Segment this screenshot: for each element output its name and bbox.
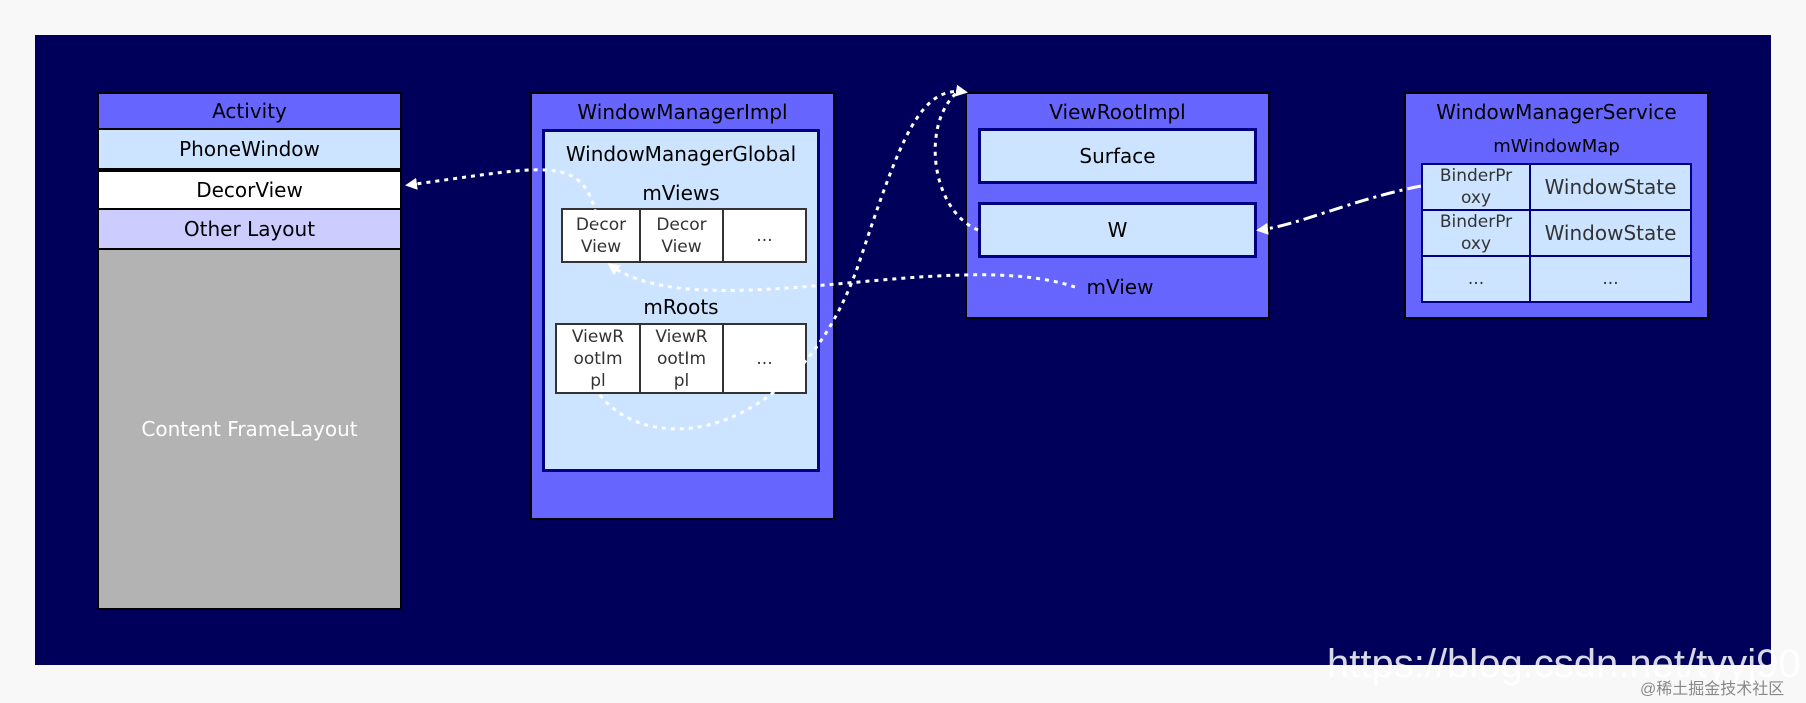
mview-label: mView — [1086, 275, 1154, 299]
mroots-cell-1: ViewR ootIm pl — [639, 323, 724, 394]
surface-box: Surface — [978, 128, 1257, 184]
mroots-label: mRoots — [643, 295, 719, 319]
mroots-cell-2: ... — [722, 323, 807, 394]
w-box: W — [978, 202, 1257, 258]
decor-view-row: DecorView — [97, 170, 402, 210]
watermark-url: https://blog.csdn.net/tyyj90 — [1327, 642, 1801, 686]
view-root-impl-title: ViewRootImpl — [1049, 100, 1186, 124]
binder-proxy-cell-1: BinderPr oxy — [1421, 209, 1531, 257]
activity-header: Activity — [97, 92, 402, 130]
window-state-cell-1: WindowState — [1529, 209, 1692, 257]
mwindowmap-label: mWindowMap — [1493, 135, 1620, 157]
map-ellipsis-cell-0: ... — [1421, 255, 1531, 303]
watermark-site: @稀土掘金技术社区 — [1640, 681, 1785, 698]
mroots-cell-0: ViewR ootIm pl — [555, 323, 641, 394]
binder-proxy-cell-0: BinderPr oxy — [1421, 163, 1531, 211]
mviews-label: mViews — [642, 181, 720, 205]
phone-window-row: PhoneWindow — [97, 130, 402, 170]
map-ellipsis-cell-1: ... — [1529, 255, 1692, 303]
window-manager-impl-title: WindowManagerImpl — [577, 100, 788, 124]
window-manager-global-title: WindowManagerGlobal — [565, 142, 797, 166]
content-frame-layout: Content FrameLayout — [97, 250, 402, 610]
window-state-cell-0: WindowState — [1529, 163, 1692, 211]
mviews-cell-2: ... — [722, 208, 807, 263]
window-manager-service-title: WindowManagerService — [1436, 100, 1677, 124]
mviews-cell-0: Decor View — [561, 208, 641, 263]
other-layout-row: Other Layout — [97, 210, 402, 250]
mviews-cell-1: Decor View — [639, 208, 724, 263]
